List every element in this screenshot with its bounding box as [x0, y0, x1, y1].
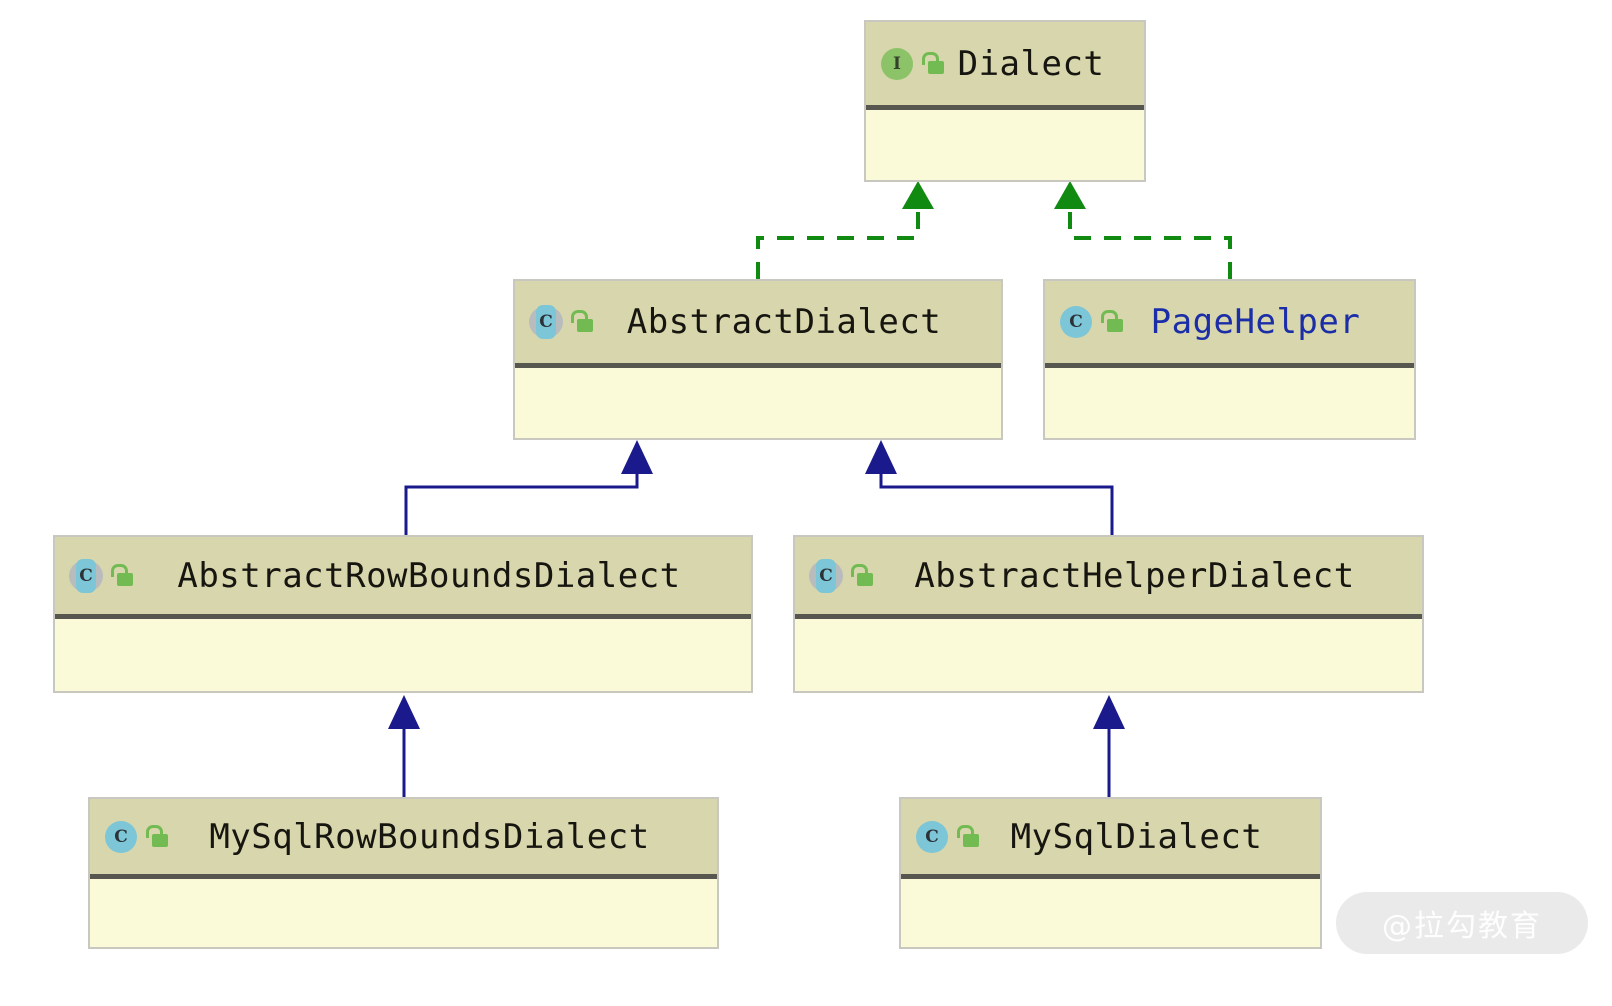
- stereotype-icons: I: [880, 47, 944, 81]
- class-c-icon: C: [1059, 305, 1093, 339]
- stereotype-icons: C: [69, 558, 133, 593]
- uml-node-members: [515, 368, 1001, 437]
- class-c-icon: C: [104, 820, 138, 854]
- uml-node-abstract-rowbounds-dialect[interactable]: C AbstractRowBoundsDialect: [53, 535, 753, 693]
- unlocked-padlock-icon: [569, 309, 593, 335]
- uml-node-header: C AbstractRowBoundsDialect: [55, 537, 751, 619]
- uml-node-header: C AbstractDialect: [515, 281, 1001, 368]
- uml-node-page-helper[interactable]: C PageHelper: [1043, 279, 1416, 440]
- edge-rowbounds-extends-abstract-dialect: [404, 440, 653, 535]
- uml-node-mysql-dialect[interactable]: C MySqlDialect: [899, 797, 1322, 949]
- uml-node-header: C MySqlRowBoundsDialect: [90, 799, 717, 879]
- stereotype-icons: C: [529, 305, 593, 339]
- edge-abstract-dialect-realizes-dialect: [756, 181, 934, 279]
- uml-node-abstract-helper-dialect[interactable]: C AbstractHelperDialect: [793, 535, 1424, 693]
- uml-node-header: C MySqlDialect: [901, 799, 1320, 879]
- uml-node-title: Dialect: [957, 43, 1105, 84]
- uml-node-title: AbstractRowBoundsDialect: [177, 555, 681, 596]
- uml-node-title: MySqlDialect: [1010, 816, 1263, 857]
- uml-node-title: PageHelper: [1150, 302, 1361, 342]
- uml-node-title: AbstractHelperDialect: [914, 555, 1355, 596]
- uml-node-header: C AbstractHelperDialect: [795, 537, 1422, 619]
- uml-node-members: [901, 879, 1320, 947]
- uml-node-members: [90, 879, 717, 947]
- unlocked-padlock-icon: [849, 563, 873, 589]
- uml-node-header: I Dialect: [866, 22, 1144, 110]
- abstract-class-c-icon: C: [809, 558, 843, 593]
- unlocked-padlock-icon: [1099, 309, 1123, 335]
- class-c-icon: C: [915, 820, 949, 854]
- stereotype-icons: C: [104, 820, 168, 854]
- interface-i-icon: I: [880, 47, 914, 81]
- unlocked-padlock-icon: [920, 51, 944, 77]
- uml-node-mysql-rowbounds-dialect[interactable]: C MySqlRowBoundsDialect: [88, 797, 719, 949]
- uml-node-members: [1045, 368, 1414, 437]
- unlocked-padlock-icon: [955, 824, 979, 850]
- unlocked-padlock-icon: [109, 563, 133, 589]
- uml-node-members: [866, 110, 1144, 180]
- stereotype-icons: C: [1059, 305, 1123, 339]
- abstract-class-c-icon: C: [69, 558, 103, 593]
- edge-helper-extends-abstract-dialect: [865, 440, 1114, 535]
- edge-page-helper-realizes-dialect: [1054, 181, 1232, 279]
- abstract-class-c-icon: C: [529, 305, 563, 339]
- watermark-badge: @拉勾教育: [1336, 892, 1588, 954]
- edge-mysql-rowbounds-extends-rowbounds: [388, 695, 420, 797]
- uml-node-abstract-dialect[interactable]: C AbstractDialect: [513, 279, 1003, 440]
- uml-node-title: MySqlRowBoundsDialect: [209, 816, 650, 857]
- stereotype-icons: C: [809, 558, 873, 593]
- uml-node-members: [795, 619, 1422, 690]
- unlocked-padlock-icon: [144, 824, 168, 850]
- uml-node-members: [55, 619, 751, 690]
- uml-node-header: C PageHelper: [1045, 281, 1414, 368]
- uml-node-title: AbstractDialect: [626, 302, 942, 342]
- uml-node-dialect[interactable]: I Dialect: [864, 20, 1146, 182]
- edge-mysql-dialect-extends-helper: [1093, 695, 1125, 797]
- stereotype-icons: C: [915, 820, 979, 854]
